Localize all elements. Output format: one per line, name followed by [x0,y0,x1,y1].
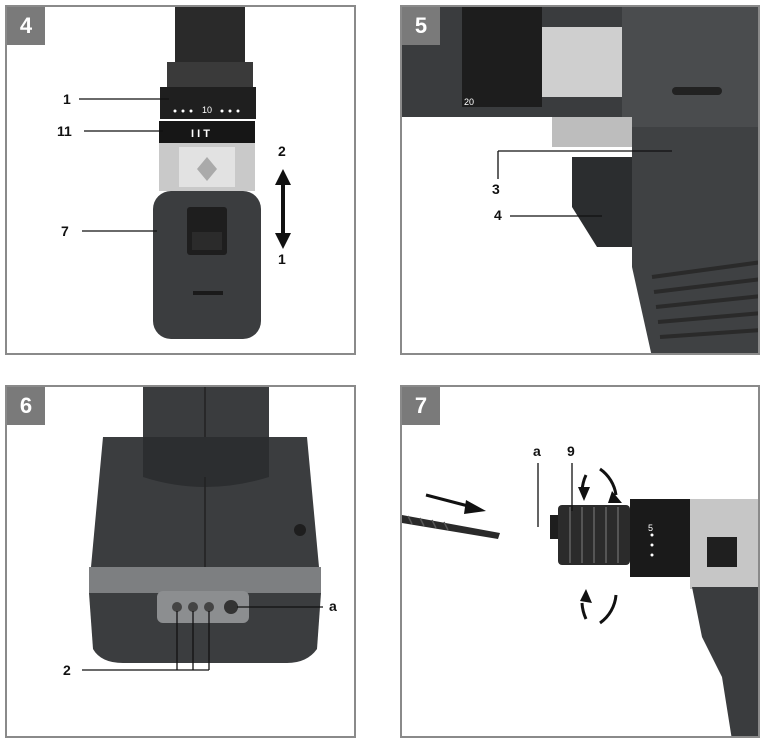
label-7: 7 [61,223,69,239]
panel-6: 6 a 2 [5,385,356,738]
drill-side-trigger-illustration [402,7,758,353]
svg-text:I I T: I I T [191,128,210,140]
bit-insertion-illustration [402,463,758,736]
panel-number-badge: 7 [402,387,440,425]
label-1: 1 [63,91,71,107]
label-2: 2 [63,662,71,678]
arrow-label-1: 1 [278,251,286,267]
battery-indicator-illustration [82,387,323,671]
panel-5: 5 3 4 20 [400,5,760,355]
arrow-label-2: 2 [278,143,286,159]
panel-number-badge: 4 [7,7,45,45]
panel-4: I I T 4 1 11 7 2 1 10 [5,5,356,355]
dial-mark: 20 [464,97,475,107]
label-4: 4 [494,207,502,223]
dial-mark: 10 [202,105,213,115]
panel-7: 7 a 9 5 [400,385,760,738]
label-11: 11 [57,123,72,139]
panel-number-badge: 5 [402,7,440,45]
label-3: 3 [492,181,500,197]
panel-number-badge: 6 [7,387,45,425]
label-a: a [329,598,337,614]
drill-front-view-illustration: I I T [79,7,291,339]
label-9: 9 [567,443,575,459]
label-a: a [533,443,541,459]
dial-mark: 5 [648,523,654,533]
